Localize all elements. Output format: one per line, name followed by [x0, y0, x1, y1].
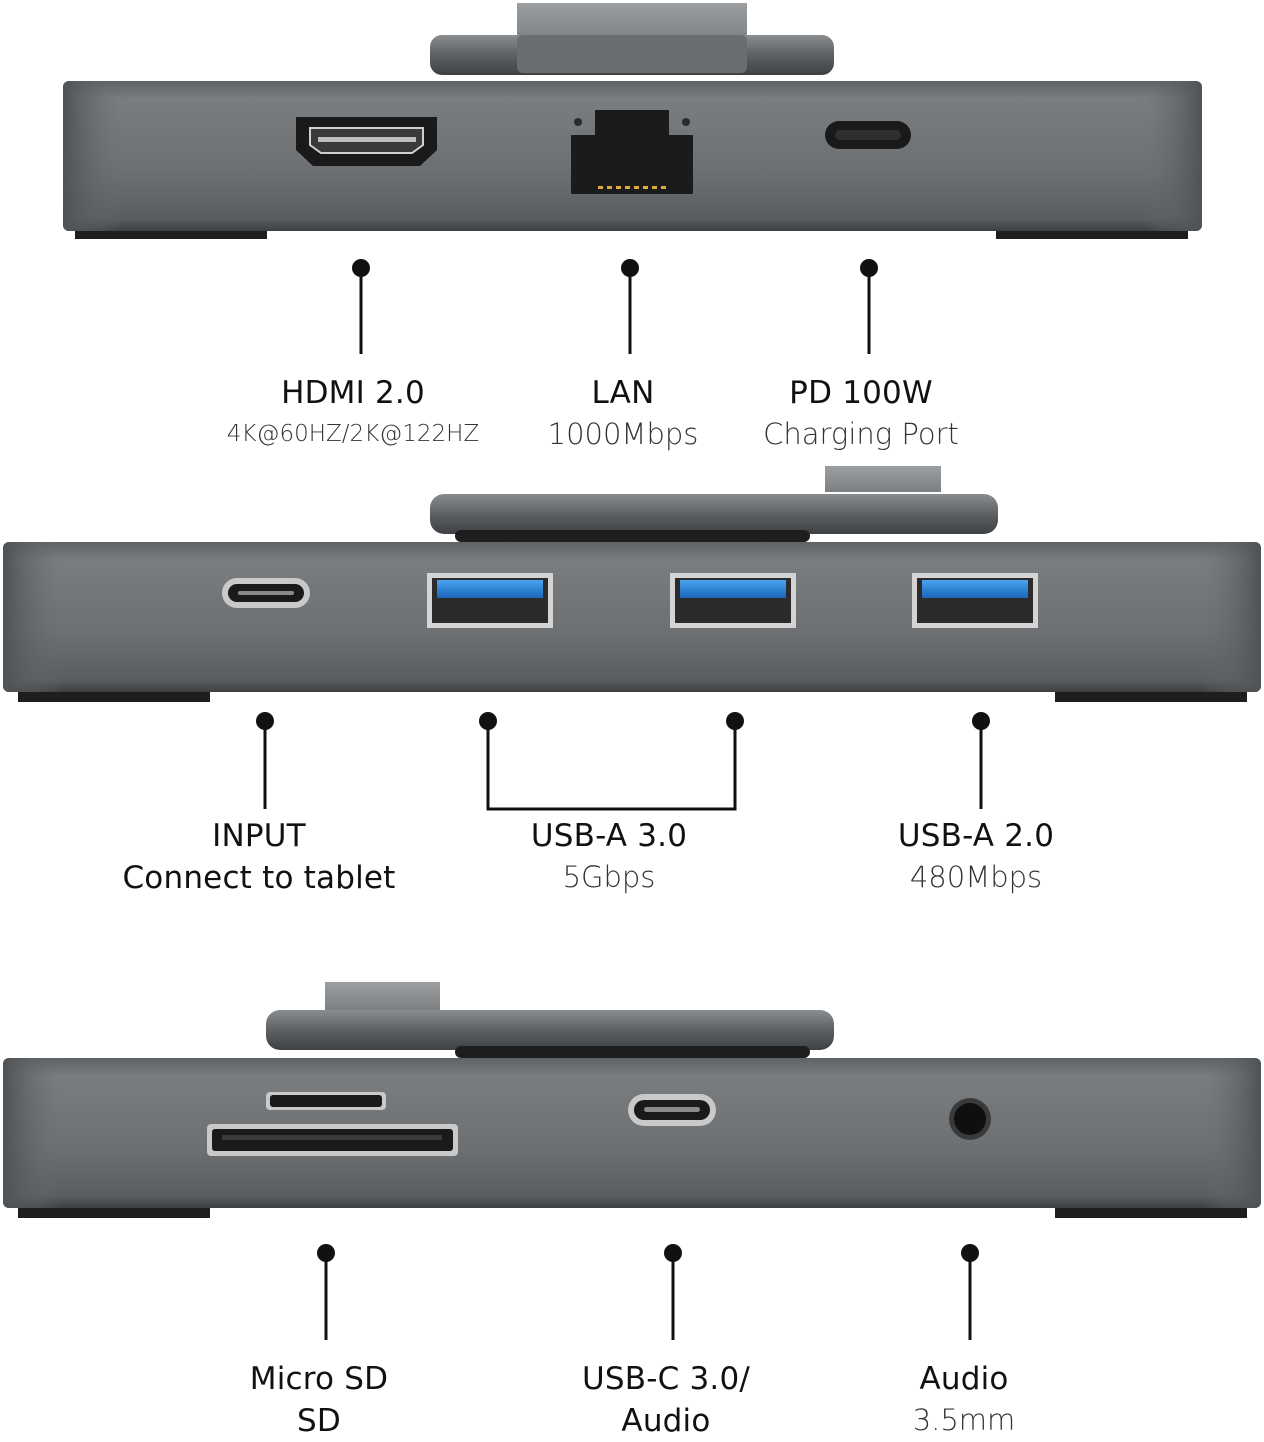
pd-usbc-port-icon	[825, 121, 911, 149]
label-lan: LAN 1000Mbps	[548, 372, 699, 454]
label-pd-sub: Charging Port	[763, 417, 959, 451]
label-input-sub: Connect to tablet	[122, 860, 396, 896]
label-hdmi: HDMI 2.0 4K@60HZ/2K@122HZ	[227, 372, 479, 454]
hub-top	[63, 3, 1202, 239]
label-usbc-audio: USB-C 3.0/ Audio	[582, 1358, 750, 1442]
connector-hdmi	[352, 259, 370, 354]
hdmi-port-icon	[296, 117, 437, 166]
label-usba3-sub: 5Gbps	[562, 860, 656, 894]
label-hdmi-title: HDMI 2.0	[281, 375, 425, 411]
label-usba2-sub: 480Mbps	[909, 860, 1043, 894]
label-usba3: USB-A 3.0 5Gbps	[531, 815, 687, 897]
label-sd: Micro SD SD	[250, 1358, 388, 1442]
label-usba2: USB-A 2.0 480Mbps	[898, 815, 1054, 897]
hub-middle-tab	[825, 466, 941, 492]
label-sd-title: Micro SD	[249, 1361, 389, 1397]
label-input-title: INPUT	[212, 818, 306, 854]
label-pd-title: PD 100W	[789, 375, 933, 411]
usbc-audio-port-icon	[628, 1094, 716, 1126]
label-lan-sub: 1000Mbps	[547, 417, 699, 451]
label-audio-title: Audio	[919, 1361, 1009, 1397]
label-usba2-title: USB-A 2.0	[897, 818, 1055, 854]
connector-audio	[961, 1244, 979, 1340]
sd-slot-icon	[207, 1124, 458, 1156]
hub-bottom	[3, 982, 1261, 1218]
hub-bottom-body	[3, 1058, 1261, 1208]
input-usbc-port-icon	[222, 578, 310, 608]
label-usbc-audio-title: USB-C 3.0/	[581, 1361, 751, 1397]
hub-bottom-tab	[325, 982, 440, 1010]
connector-usbc-audio	[664, 1244, 682, 1340]
hub-top-tab-inner	[517, 35, 747, 73]
hub-middle-body	[3, 542, 1261, 692]
audio-jack-icon	[949, 1098, 991, 1140]
connector-usba3-bracket	[479, 712, 744, 811]
hub-middle	[3, 466, 1261, 702]
label-audio-sub: 3.5mm	[912, 1403, 1016, 1437]
hub-middle-disc	[430, 494, 998, 534]
usba-2-port-icon	[912, 573, 1038, 628]
label-sd-sub: SD	[297, 1403, 341, 1439]
connector-pd	[860, 259, 878, 354]
usba-3-port-icon-2	[670, 573, 796, 628]
label-lan-title: LAN	[591, 375, 655, 411]
label-usbc-audio-sub: Audio	[621, 1403, 711, 1439]
connector-usba2	[972, 712, 990, 809]
label-usba3-title: USB-A 3.0	[530, 818, 688, 854]
connector-input	[256, 712, 274, 809]
label-pd: PD 100W Charging Port	[763, 372, 959, 454]
connector-lan	[621, 259, 639, 354]
usba-3-port-icon-1	[427, 573, 553, 628]
label-input: INPUT Connect to tablet	[122, 815, 395, 899]
connector-sd	[317, 1244, 335, 1340]
label-audio: Audio 3.5mm	[913, 1358, 1016, 1440]
label-hdmi-sub: 4K@60HZ/2K@122HZ	[226, 421, 480, 447]
micro-sd-slot-icon	[266, 1092, 386, 1110]
hub-bottom-disc	[266, 1010, 834, 1050]
lan-port-icon	[571, 110, 693, 194]
